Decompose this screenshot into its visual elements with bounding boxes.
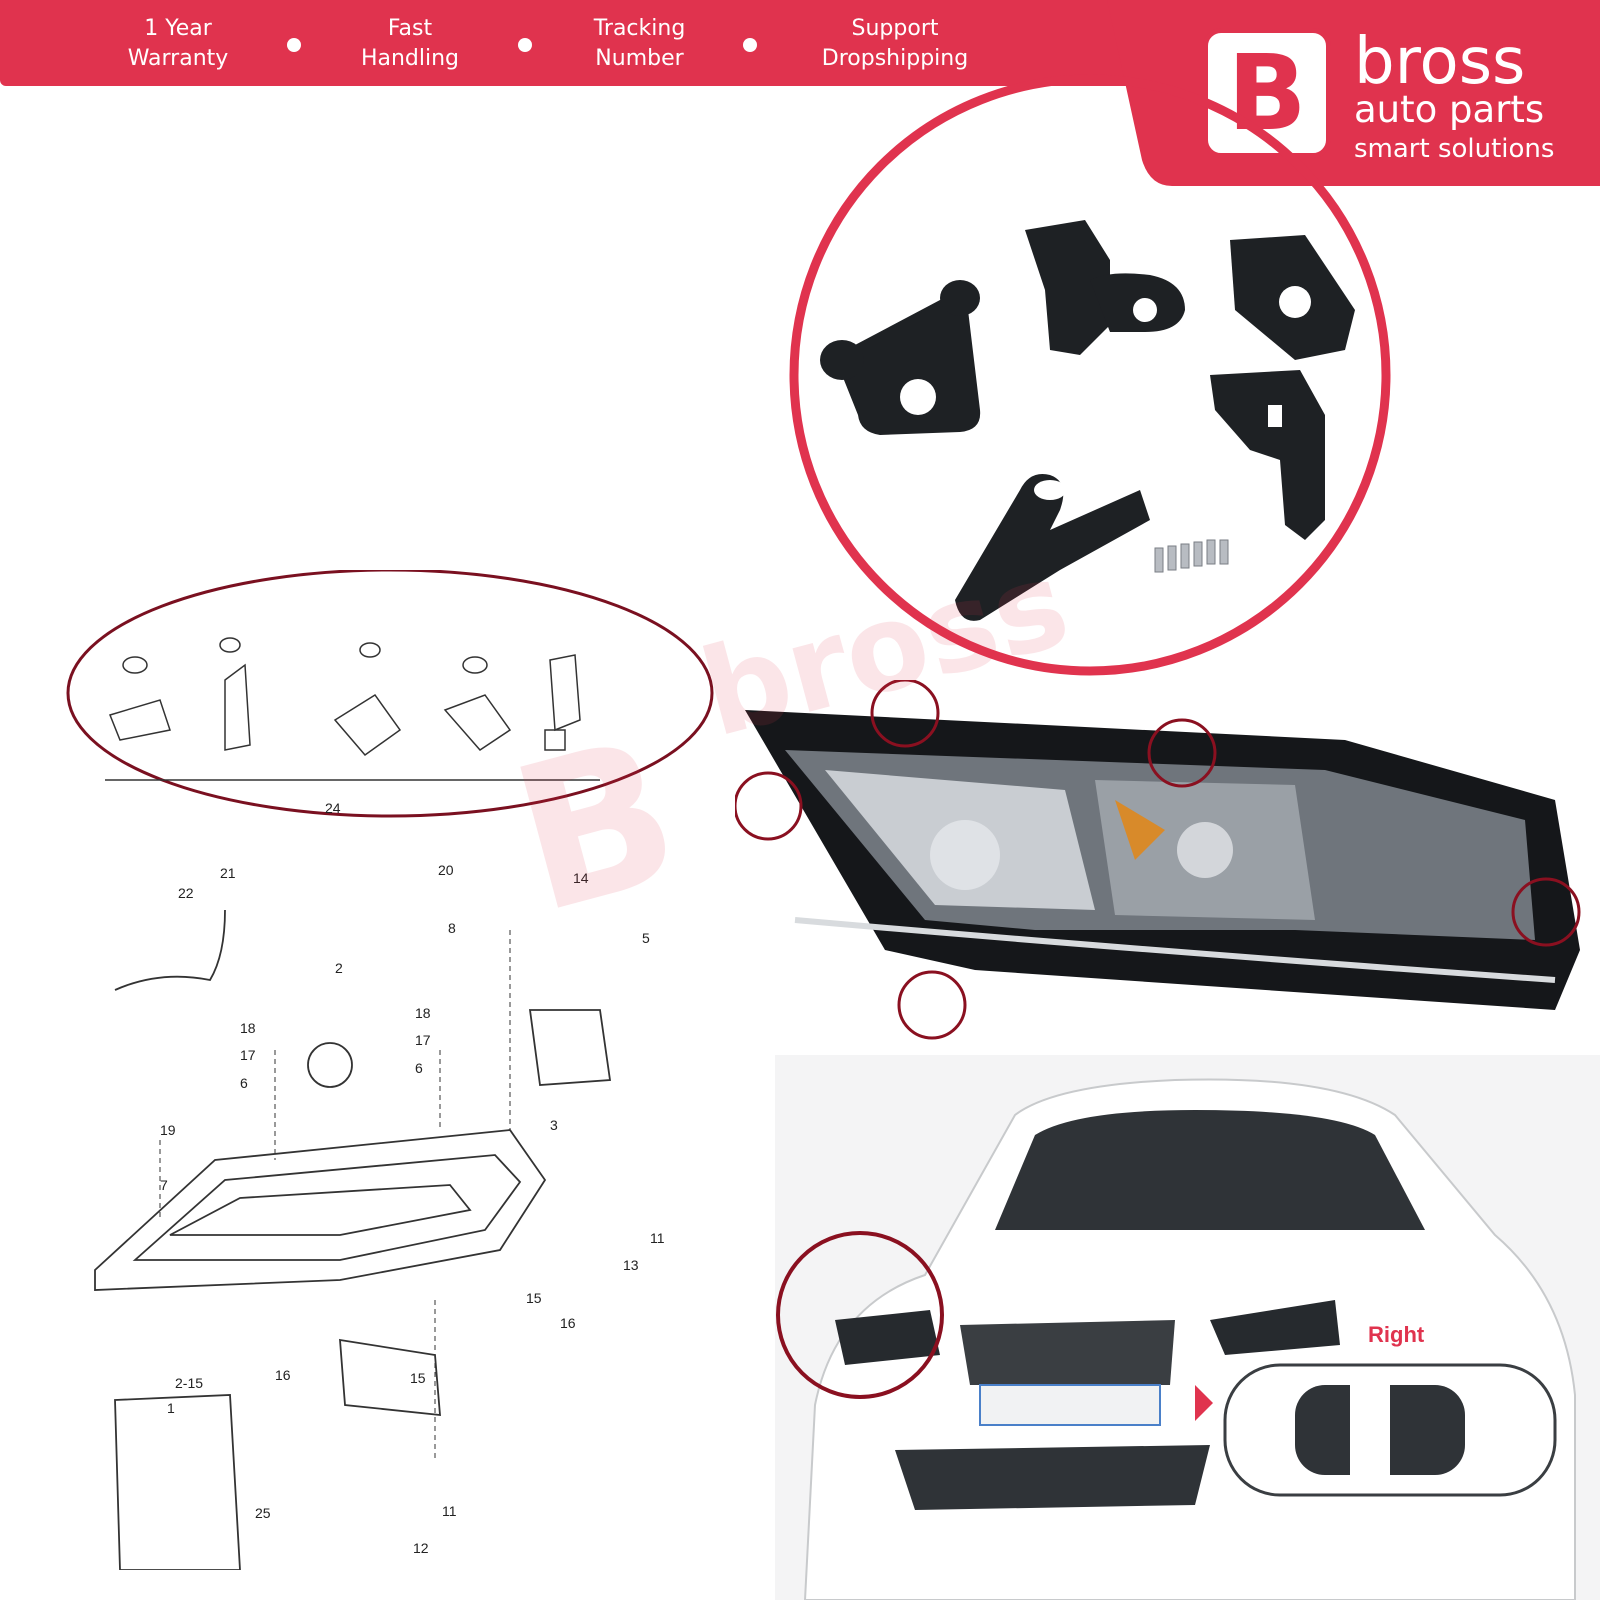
callout-label: 14 (573, 870, 589, 886)
banner-handling: Fast Handling (360, 16, 460, 71)
exploded-parts-diagram: 24 20 14 8 5 22 21 2 18 17 6 18 17 6 3 1… (66, 570, 714, 1570)
car-photo: Right (775, 1055, 1600, 1600)
callout-label: 15 (526, 1290, 542, 1306)
callout-label: 12 (413, 1540, 429, 1556)
banner-dropshipping: Support Dropshipping (821, 16, 969, 71)
brand-tagline: smart solutions (1354, 134, 1555, 164)
callout-label: 7 (160, 1177, 168, 1193)
callout-label: 17 (415, 1032, 431, 1048)
callout-label: 25 (255, 1505, 271, 1521)
callout-label: 19 (160, 1122, 176, 1138)
callout-label: 13 (623, 1257, 639, 1273)
brand-logo-letter: B (1227, 32, 1307, 154)
callout-label: 20 (438, 862, 454, 878)
product-parts-photo (789, 74, 1391, 676)
banner-warranty: 1 Year Warranty (127, 16, 229, 71)
callout-label: 2 (335, 960, 343, 976)
callout-label: 16 (275, 1367, 291, 1383)
car-top-view-icon (1223, 1363, 1557, 1497)
callout-label: 11 (650, 1230, 665, 1246)
callout-label: 22 (178, 885, 194, 901)
banner-separator (743, 38, 757, 52)
callout-label: 1 (167, 1400, 175, 1416)
right-side-label: Right (1368, 1322, 1425, 1347)
callout-label: 18 (240, 1020, 256, 1036)
callout-label: 21 (220, 865, 236, 881)
callout-label: 18 (415, 1005, 431, 1021)
callout-label: 17 (240, 1047, 256, 1063)
banner-separator (287, 38, 301, 52)
callout-label: 24 (325, 800, 341, 816)
headlamp-photo (735, 680, 1581, 1040)
callout-label: 8 (448, 920, 456, 936)
callout-label: 2-15 (175, 1375, 203, 1391)
banner-tracking: Tracking Number (593, 16, 686, 71)
banner-separator (518, 38, 532, 52)
callout-label: 5 (642, 930, 650, 946)
callout-label: 16 (560, 1315, 576, 1331)
callout-label: 3 (550, 1117, 558, 1133)
brand-name: bross (1354, 25, 1526, 99)
callout-label: 15 (410, 1370, 426, 1386)
brand-subtitle: auto parts (1354, 88, 1545, 131)
callout-label: 11 (442, 1503, 457, 1519)
callout-label: 6 (415, 1060, 423, 1076)
diagram-callouts: 24 20 14 8 5 22 21 2 18 17 6 18 17 6 3 1… (160, 800, 665, 1556)
callout-label: 6 (240, 1075, 248, 1091)
